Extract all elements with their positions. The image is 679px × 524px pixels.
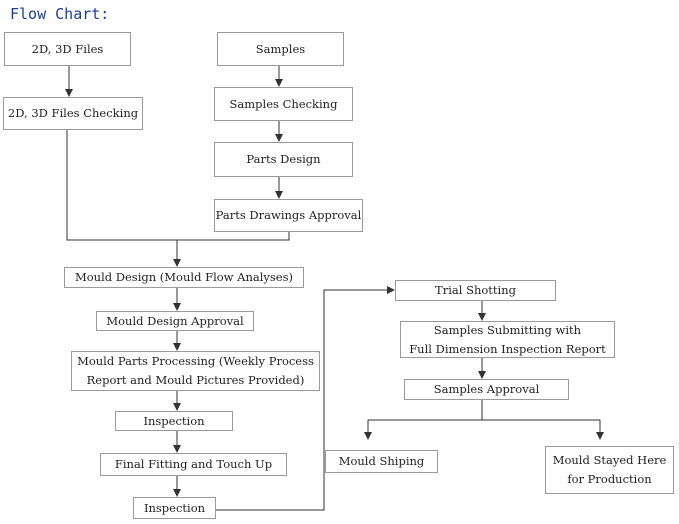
node-label-line1: Mould Parts Processing (Weekly Process (77, 354, 314, 368)
node-mould-stayed-here: Mould Stayed Here for Production (545, 446, 674, 494)
node-label-line1: Samples Submitting with (433, 322, 582, 337)
node-label: 2D, 3D Files Checking (7, 106, 139, 120)
node-samples: Samples (217, 32, 344, 66)
node-trial-shotting: Trial Shotting (395, 280, 556, 301)
node-mould-design-approval: Mould Design Approval (96, 311, 254, 331)
node-label: Parts Drawings Approval (215, 208, 362, 222)
node-label: Inspection (143, 500, 206, 515)
node-label: Inspection (143, 413, 205, 428)
node-label-line2: Report and Mould Pictures Provided) (86, 373, 305, 387)
node-label: Mould Design Approval (106, 313, 244, 328)
node-2d-3d-files-checking: 2D, 3D Files Checking (3, 97, 143, 130)
merge-line (66, 129, 290, 241)
node-inspection-2: Inspection (133, 497, 216, 519)
node-inspection-1: Inspection (115, 411, 233, 431)
arrow-inspection-to-trial (216, 286, 395, 511)
node-label: Parts Design (246, 152, 321, 166)
chart-title: Flow Chart: (10, 5, 110, 23)
node-label: Samples Approval (433, 382, 540, 396)
node-label: Trial Shotting (435, 283, 516, 297)
node-label-line2: for Production (567, 472, 652, 486)
node-label: Samples Checking (229, 96, 338, 111)
node-label: Samples (255, 41, 306, 56)
node-2d-3d-files: 2D, 3D Files (4, 32, 131, 66)
node-label: Mould Shiping (338, 454, 425, 468)
node-label: 2D, 3D Files (31, 41, 104, 56)
node-label-line1: Mould Stayed Here (552, 453, 667, 467)
node-parts-design: Parts Design (214, 142, 353, 177)
node-label: Final Fitting and Touch Up (114, 457, 273, 471)
node-mould-shiping: Mould Shiping (325, 450, 438, 473)
node-final-fitting: Final Fitting and Touch Up (100, 453, 287, 476)
node-label-line2: Full Dimension Inspection Report (409, 341, 606, 356)
node-mould-parts-processing: Mould Parts Processing (Weekly Process R… (71, 351, 320, 391)
node-label: Mould Design (Mould Flow Analyses) (74, 270, 294, 284)
node-samples-submitting: Samples Submitting with Full Dimension I… (400, 321, 615, 358)
node-samples-checking: Samples Checking (214, 87, 353, 121)
node-mould-design: Mould Design (Mould Flow Analyses) (64, 267, 304, 288)
node-samples-approval: Samples Approval (404, 379, 569, 400)
node-parts-drawings-approval: Parts Drawings Approval (214, 199, 363, 232)
